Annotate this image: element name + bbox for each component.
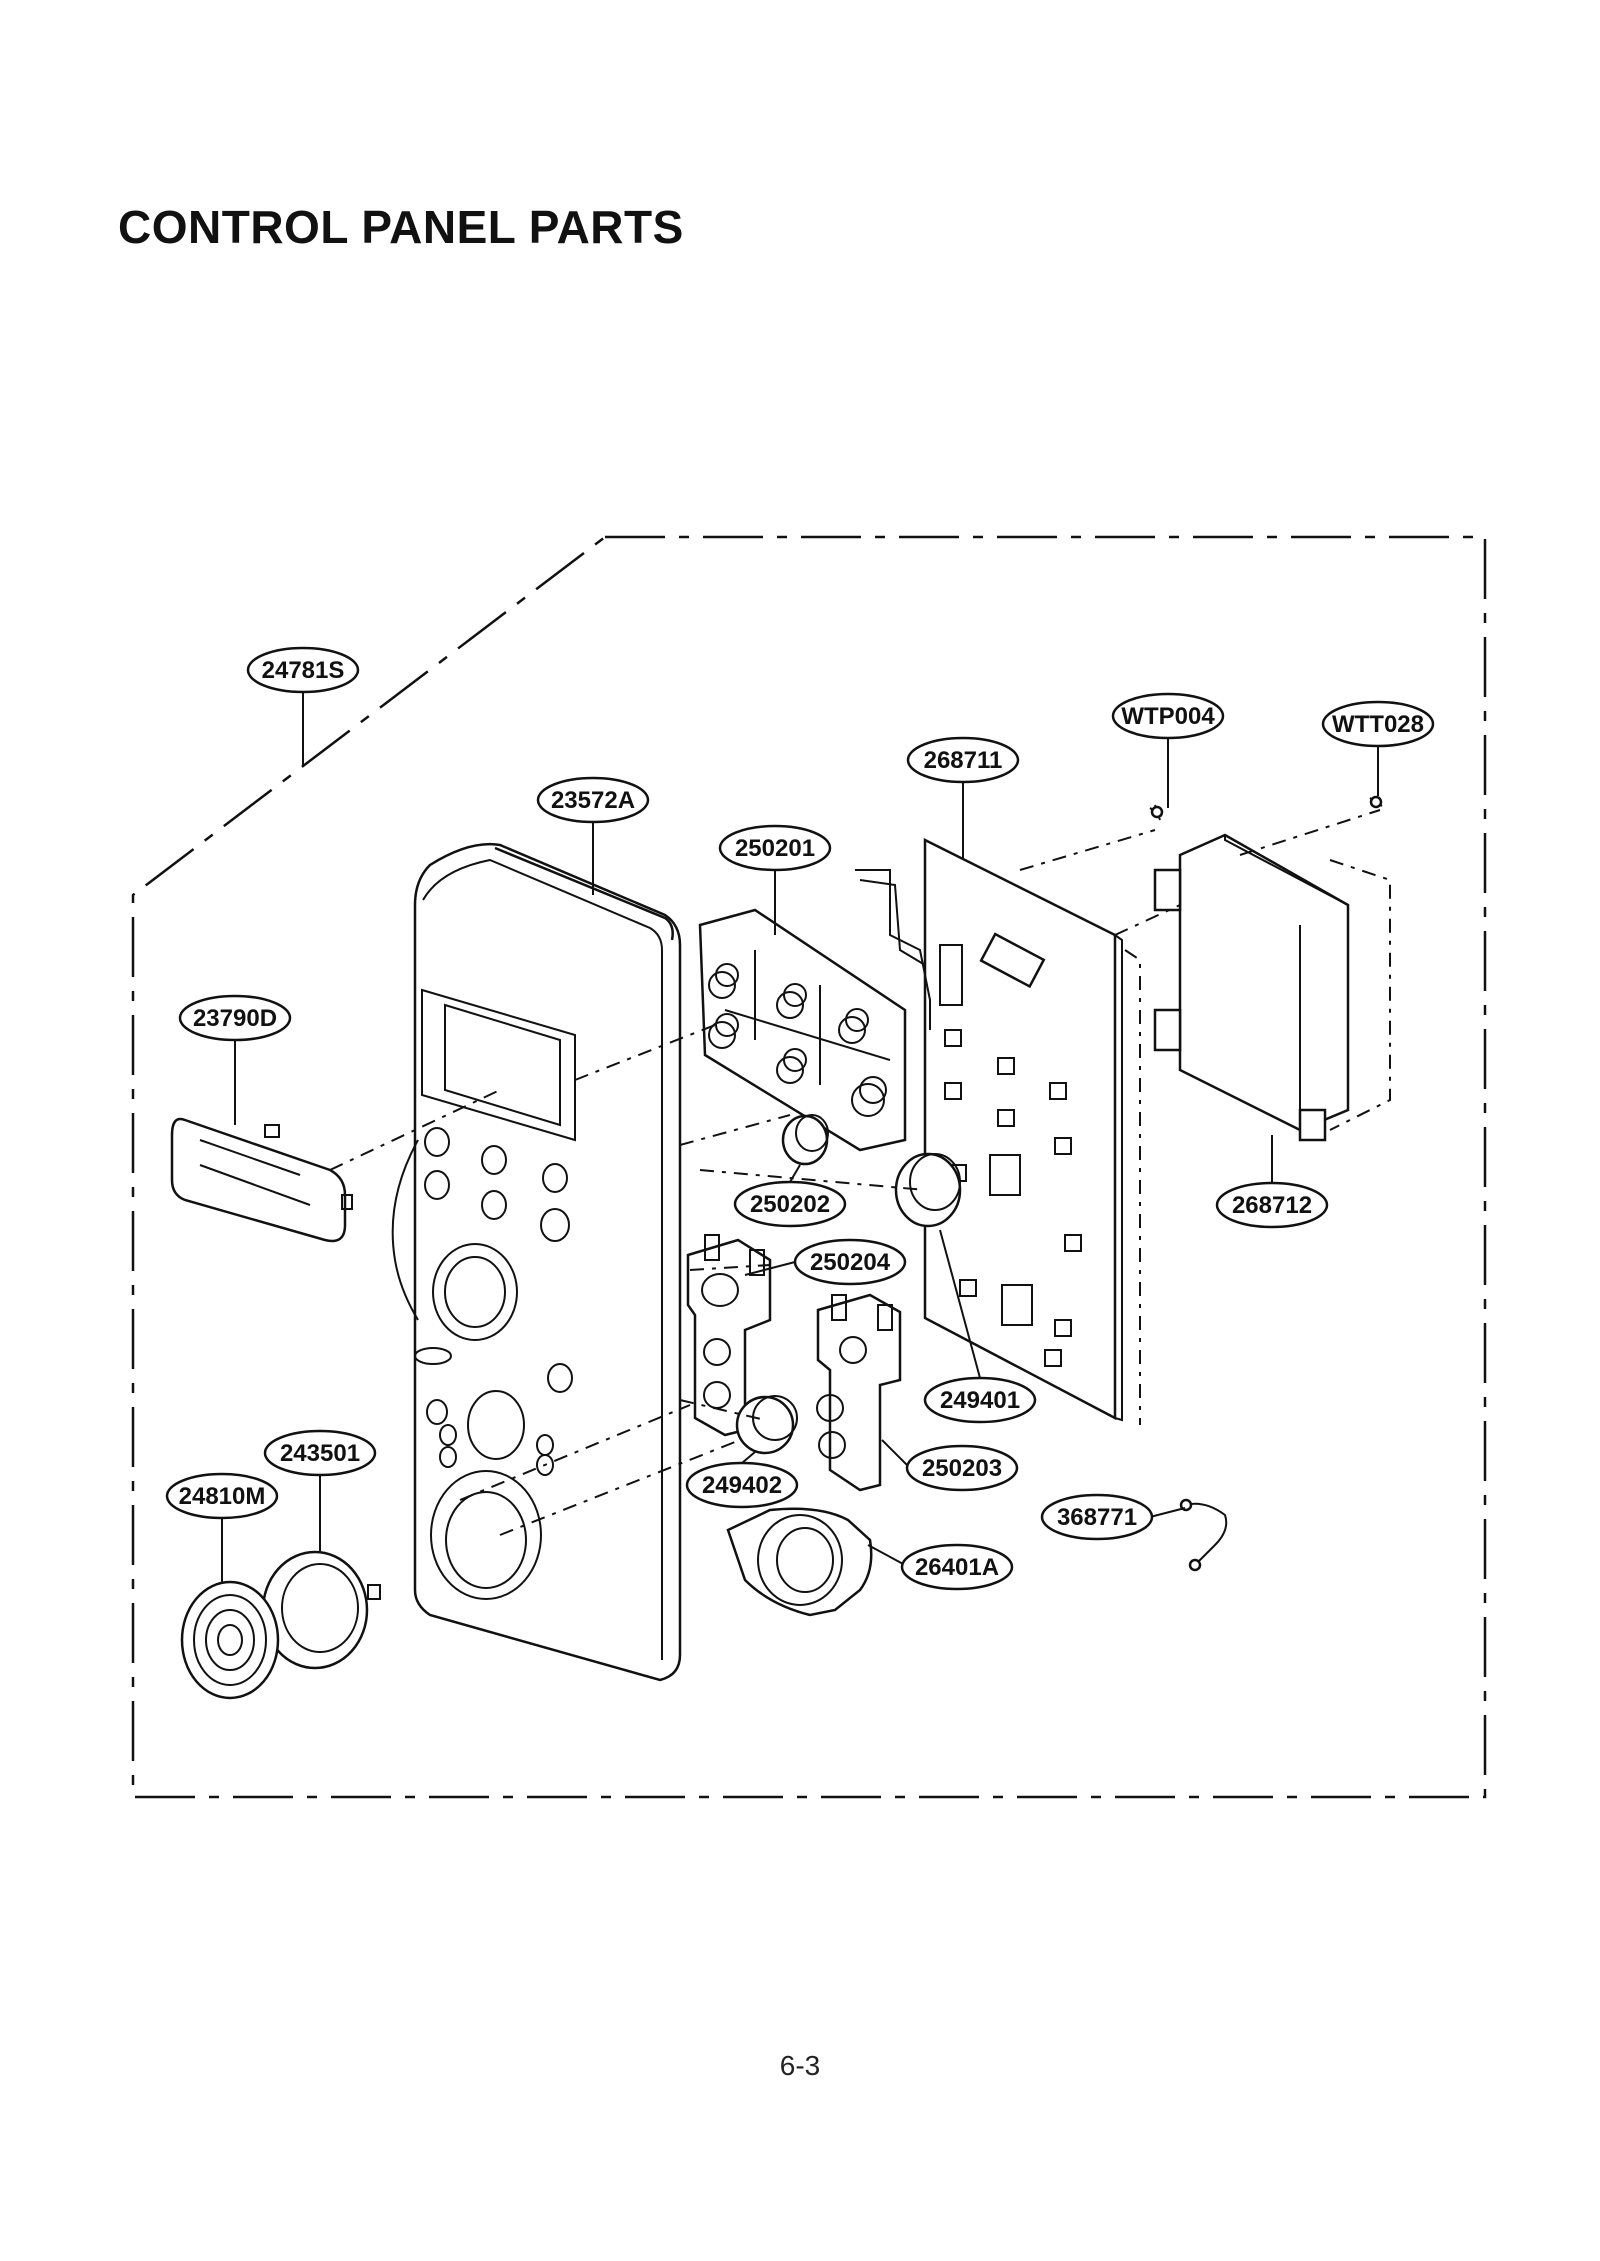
callout-WTP004: WTP004 [1111,692,1225,808]
svg-text:WTP004: WTP004 [1121,703,1215,730]
svg-text:26401A: 26401A [915,1554,999,1581]
assembly-boundary [131,535,1487,1799]
speaker-part [726,1507,873,1617]
wire-harness-part [1179,1498,1228,1572]
callout-250202: 250202 [733,1164,847,1228]
screw-wtp004-part [1149,804,1164,821]
callout-249402: 249402 [685,1451,799,1509]
svg-text:23572A: 23572A [551,787,635,814]
front-panel-part [391,843,682,1682]
button-250202-part [781,1114,829,1166]
callout-WTT028: WTT028 [1321,700,1435,796]
svg-text:268712: 268712 [1232,1192,1312,1219]
callout-250201: 250201 [718,824,832,935]
callout-24781S: 24781S [246,646,360,765]
alignment-lines [329,809,1391,1536]
knob-249402-part [735,1395,798,1455]
knob-249401-part [894,1152,962,1228]
svg-text:24810M: 24810M [179,1483,266,1510]
callout-368771: 368771 [1040,1493,1186,1541]
svg-text:250202: 250202 [750,1191,830,1218]
display-window-part [170,1117,353,1243]
svg-text:23790D: 23790D [193,1005,277,1032]
callout-250203: 250203 [881,1439,1019,1492]
svg-text:WTT028: WTT028 [1332,711,1424,738]
button-cluster-part [698,908,907,1152]
page-title: CONTROL PANEL PARTS [118,201,684,253]
callout-268712: 268712 [1215,1135,1329,1229]
ring-243501-part [261,1550,381,1670]
power-module-part [1153,833,1350,1142]
pcb-board-part [855,837,1123,1422]
grille-24810m-part [180,1580,280,1700]
bracket-250203-part [816,1293,902,1492]
callout-23572A: 23572A [536,776,650,895]
svg-text:243501: 243501 [280,1440,360,1467]
svg-text:249401: 249401 [940,1387,1020,1414]
callout-249401: 249401 [923,1229,1037,1424]
callout-26401A: 26401A [867,1543,1014,1591]
page-number: 6-3 [779,2050,821,2081]
screw-wtt028-part [1369,795,1383,809]
callout-250204: 250204 [744,1238,907,1286]
svg-text:250203: 250203 [922,1455,1002,1482]
svg-text:250204: 250204 [810,1249,891,1276]
callout-268711: 268711 [906,736,1020,858]
svg-text:268711: 268711 [924,747,1003,774]
svg-text:368771: 368771 [1057,1504,1137,1531]
callout-243501: 243501 [263,1429,377,1552]
callout-23790D: 23790D [178,994,292,1125]
callout-24810M: 24810M [165,1472,279,1582]
svg-text:250201: 250201 [735,835,815,862]
svg-text:24781S: 24781S [262,657,345,684]
svg-text:249402: 249402 [702,1472,782,1499]
